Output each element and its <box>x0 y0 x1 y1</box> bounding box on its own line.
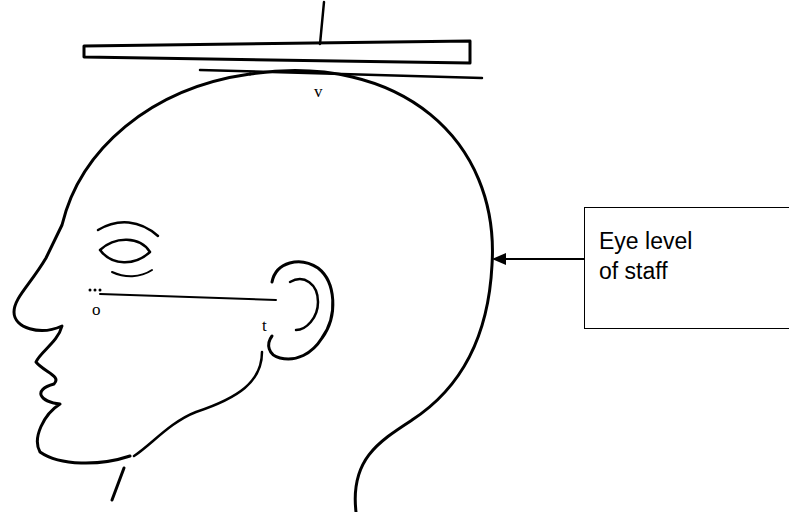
callout-text: Eye level of staff <box>599 226 699 286</box>
head-outline <box>250 71 492 512</box>
pointer-head <box>492 253 506 265</box>
landmark-label: o <box>92 300 101 320</box>
pointer-line <box>500 258 585 260</box>
headboard <box>84 41 470 63</box>
frankfurt-line <box>100 294 276 300</box>
landmark-label: t <box>262 316 267 336</box>
eye <box>100 240 150 263</box>
jaw-line <box>134 352 262 456</box>
eyelid <box>112 270 152 276</box>
neck-front <box>112 468 124 500</box>
eyebrow <box>98 222 158 236</box>
ear <box>269 262 333 359</box>
headboard-stick <box>320 2 324 44</box>
landmark-label: v <box>314 82 323 102</box>
orbitale-dots <box>89 289 102 292</box>
ear-inner <box>290 279 318 330</box>
callout-box: Eye level of staff <box>584 207 789 329</box>
